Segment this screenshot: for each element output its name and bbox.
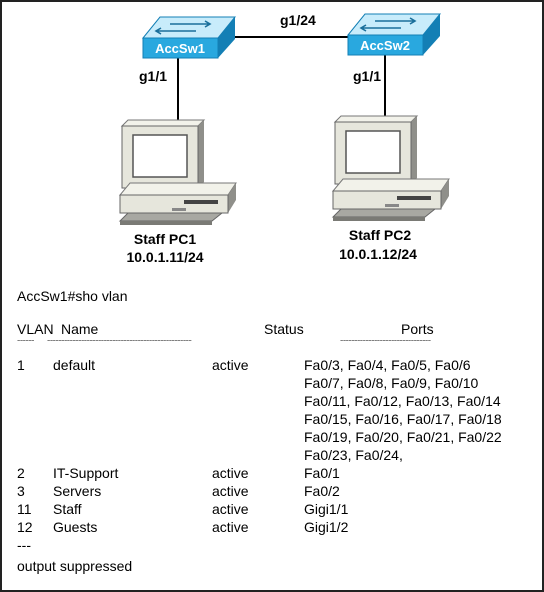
vlan-status: active	[212, 465, 249, 481]
separator-ports: --------------------------------	[340, 340, 431, 346]
vlan-ports: Fa0/7, Fa0/8, Fa0/9, Fa0/10	[304, 375, 479, 391]
vlan-ports: Fa0/11, Fa0/12, Fa0/13, Fa0/14	[304, 393, 501, 409]
separator-vlan: ------	[17, 340, 34, 346]
vlan-status: active	[212, 501, 249, 517]
cli-command: AccSw1#sho vlan	[17, 288, 128, 304]
vlan-row: 11 Staff active Gigi1/1	[0, 501, 540, 519]
vlan-row: 1 default active Fa0/3, Fa0/4, Fa0/5, Fa0/6…	[0, 357, 540, 465]
vlan-ports: Fa0/2	[304, 483, 340, 499]
vlan-id: 3	[17, 483, 25, 499]
vlan-ports: Fa0/1	[304, 465, 340, 481]
header-status: Status	[264, 321, 304, 337]
switch-accsw1: AccSw1	[141, 16, 237, 59]
header-name: Name	[61, 321, 99, 337]
vlan-name: default	[53, 357, 96, 373]
vlan-table-separator: ------ ---------------------------------…	[0, 340, 540, 352]
vlan-id: 12	[17, 519, 33, 535]
port-label-sw1: g1/1	[139, 68, 167, 84]
vlan-table-header: VLAN Name Status Ports	[0, 321, 540, 339]
vlan-name: Guests	[53, 519, 98, 535]
pc2-ip: 10.0.1.12/24	[339, 246, 417, 262]
pc2-name: Staff PC2	[349, 227, 411, 243]
vlan-status: active	[212, 519, 249, 535]
vlan-ports: Gigi1/2	[304, 519, 349, 535]
vlan-id: 1	[17, 357, 25, 373]
switch-accsw1-label: AccSw1	[155, 41, 205, 56]
switch-accsw2: AccSw2	[346, 13, 442, 56]
cli-ellipsis: ---	[17, 537, 31, 553]
vlan-row: 12 Guests active Gigi1/2	[0, 519, 540, 537]
vlan-row: 2 IT-Support active Fa0/1	[0, 465, 540, 483]
port-label-sw2: g1/1	[353, 68, 381, 84]
vlan-ports: Fa0/3, Fa0/4, Fa0/5, Fa0/6	[304, 357, 471, 373]
pc-staff-pc2-icon	[331, 115, 450, 221]
vlan-row: 3 Servers active Fa0/2	[0, 483, 540, 501]
vlan-id: 11	[17, 501, 32, 517]
vlan-ports: Fa0/19, Fa0/20, Fa0/21, Fa0/22	[304, 429, 502, 445]
header-vlan: VLAN	[17, 321, 54, 337]
network-topology: AccSw1 AccSw2 g1/24 g1/1 g1/1 Staff PC1 …	[118, 12, 450, 265]
pc1-ip: 10.0.1.11/24	[126, 249, 203, 265]
switch-accsw2-label: AccSw2	[360, 38, 410, 53]
cli-footer: output suppressed	[17, 558, 133, 574]
vlan-ports: Fa0/23, Fa0/24,	[304, 447, 403, 463]
vlan-name: Staff	[53, 501, 82, 517]
vlan-ports: Fa0/15, Fa0/16, Fa0/17, Fa0/18	[304, 411, 502, 427]
vlan-status: active	[212, 357, 249, 373]
vlan-name: Servers	[53, 483, 102, 499]
pc1-name: Staff PC1	[134, 231, 196, 247]
vlan-name: IT-Support	[53, 465, 119, 481]
vlan-status: active	[212, 483, 249, 499]
vlan-ports: Gigi1/1	[304, 501, 349, 517]
separator-name: ----------------------------------------…	[47, 340, 192, 346]
header-ports: Ports	[401, 321, 434, 337]
link-label-g1-24: g1/24	[280, 12, 316, 28]
vlan-id: 2	[17, 465, 25, 481]
pc-staff-pc1-icon	[118, 119, 237, 225]
